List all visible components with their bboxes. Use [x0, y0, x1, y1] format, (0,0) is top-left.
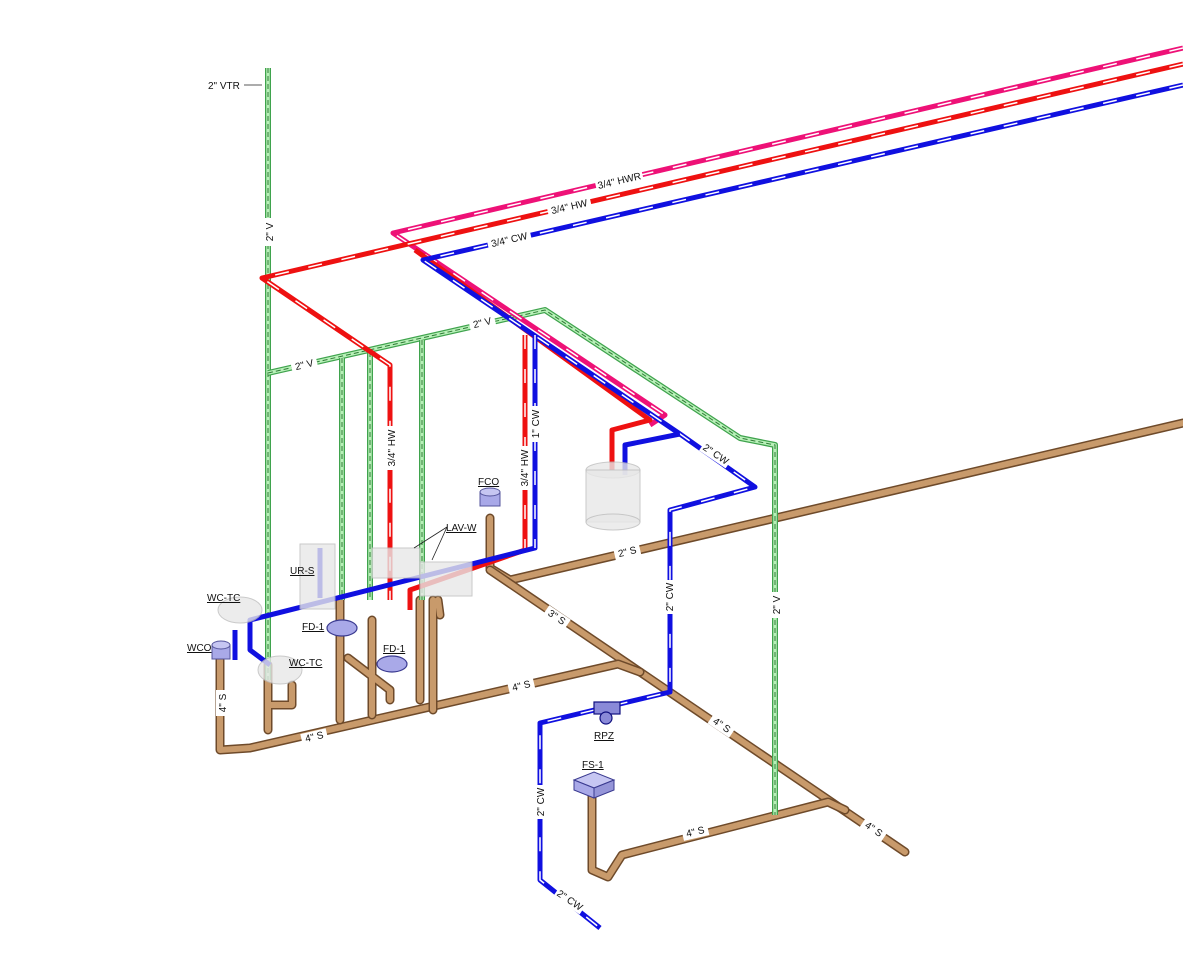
floor-drain-left — [326, 619, 358, 637]
tag-rpz: RPZ — [594, 731, 614, 742]
fixtures — [211, 461, 641, 799]
label-cw-main: 3/4" CW — [490, 231, 529, 250]
cold-water-piping — [232, 82, 1183, 930]
label-vent-branch-left: 2" V — [294, 358, 315, 373]
fco-cleanout — [479, 487, 501, 507]
tag-fd-left: FD-1 — [302, 622, 325, 633]
water-closet-top — [217, 596, 263, 624]
tag-wc-bottom: WC-TC — [289, 658, 322, 669]
tag-lav: LAV-W — [446, 523, 477, 534]
label-san-4in-e: 4" S — [685, 825, 706, 840]
label-san-4in-c: 4" S — [511, 679, 532, 694]
label-hw-drop-left: 3/4" HW — [387, 429, 398, 466]
lavatory-2 — [419, 561, 473, 597]
label-san-2in: 2" S — [617, 545, 638, 560]
pipe-labels: 2" VTR 2" V 2" V 2" V 2" V 3/4" HWR 3/4"… — [208, 79, 888, 915]
label-san-4in-b: 4" S — [304, 730, 325, 745]
label-vtr: 2" VTR — [208, 81, 240, 92]
vent-piping — [265, 68, 778, 815]
label-vent-riser: 2" V — [265, 222, 276, 241]
lav-leader — [413, 526, 448, 561]
fixture-tags: FCO LAV-W UR-S WC-TC WCO FD-1 FD-1 WC-TC… — [187, 477, 614, 771]
sanitary-piping — [215, 418, 1183, 882]
tag-fco: FCO — [478, 477, 499, 488]
urinal — [299, 543, 336, 610]
label-cw-2in-b: 2" CW — [665, 582, 676, 611]
rpz-backflow-preventer — [593, 701, 621, 725]
lavatory-1 — [371, 547, 421, 579]
label-vent-right-riser: 2" V — [772, 595, 783, 614]
water-closet-bottom — [257, 655, 303, 685]
floor-sink — [572, 771, 616, 799]
tag-fs: FS-1 — [582, 760, 604, 771]
label-cw-2in-c: 2" CW — [536, 787, 547, 816]
wco-cleanout — [211, 640, 231, 660]
floor-drain-right — [376, 655, 408, 673]
water-heater — [585, 461, 641, 531]
label-vent-branch-right: 2" V — [472, 316, 493, 331]
label-cw-drop: 1" CW — [531, 409, 542, 438]
tag-fd-right: FD-1 — [383, 644, 406, 655]
label-san-4in-a: 4" S — [218, 693, 229, 712]
label-hw-drop-right: 3/4" HW — [520, 449, 531, 486]
tag-wco: WCO — [187, 643, 212, 654]
tag-wc-top: WC-TC — [207, 593, 240, 604]
label-cw-2in-d: 2" CW — [554, 888, 584, 913]
tag-urinal: UR-S — [290, 566, 315, 577]
label-hw-main: 3/4" HW — [550, 198, 589, 217]
label-cw-2in-a: 2" CW — [700, 442, 730, 467]
